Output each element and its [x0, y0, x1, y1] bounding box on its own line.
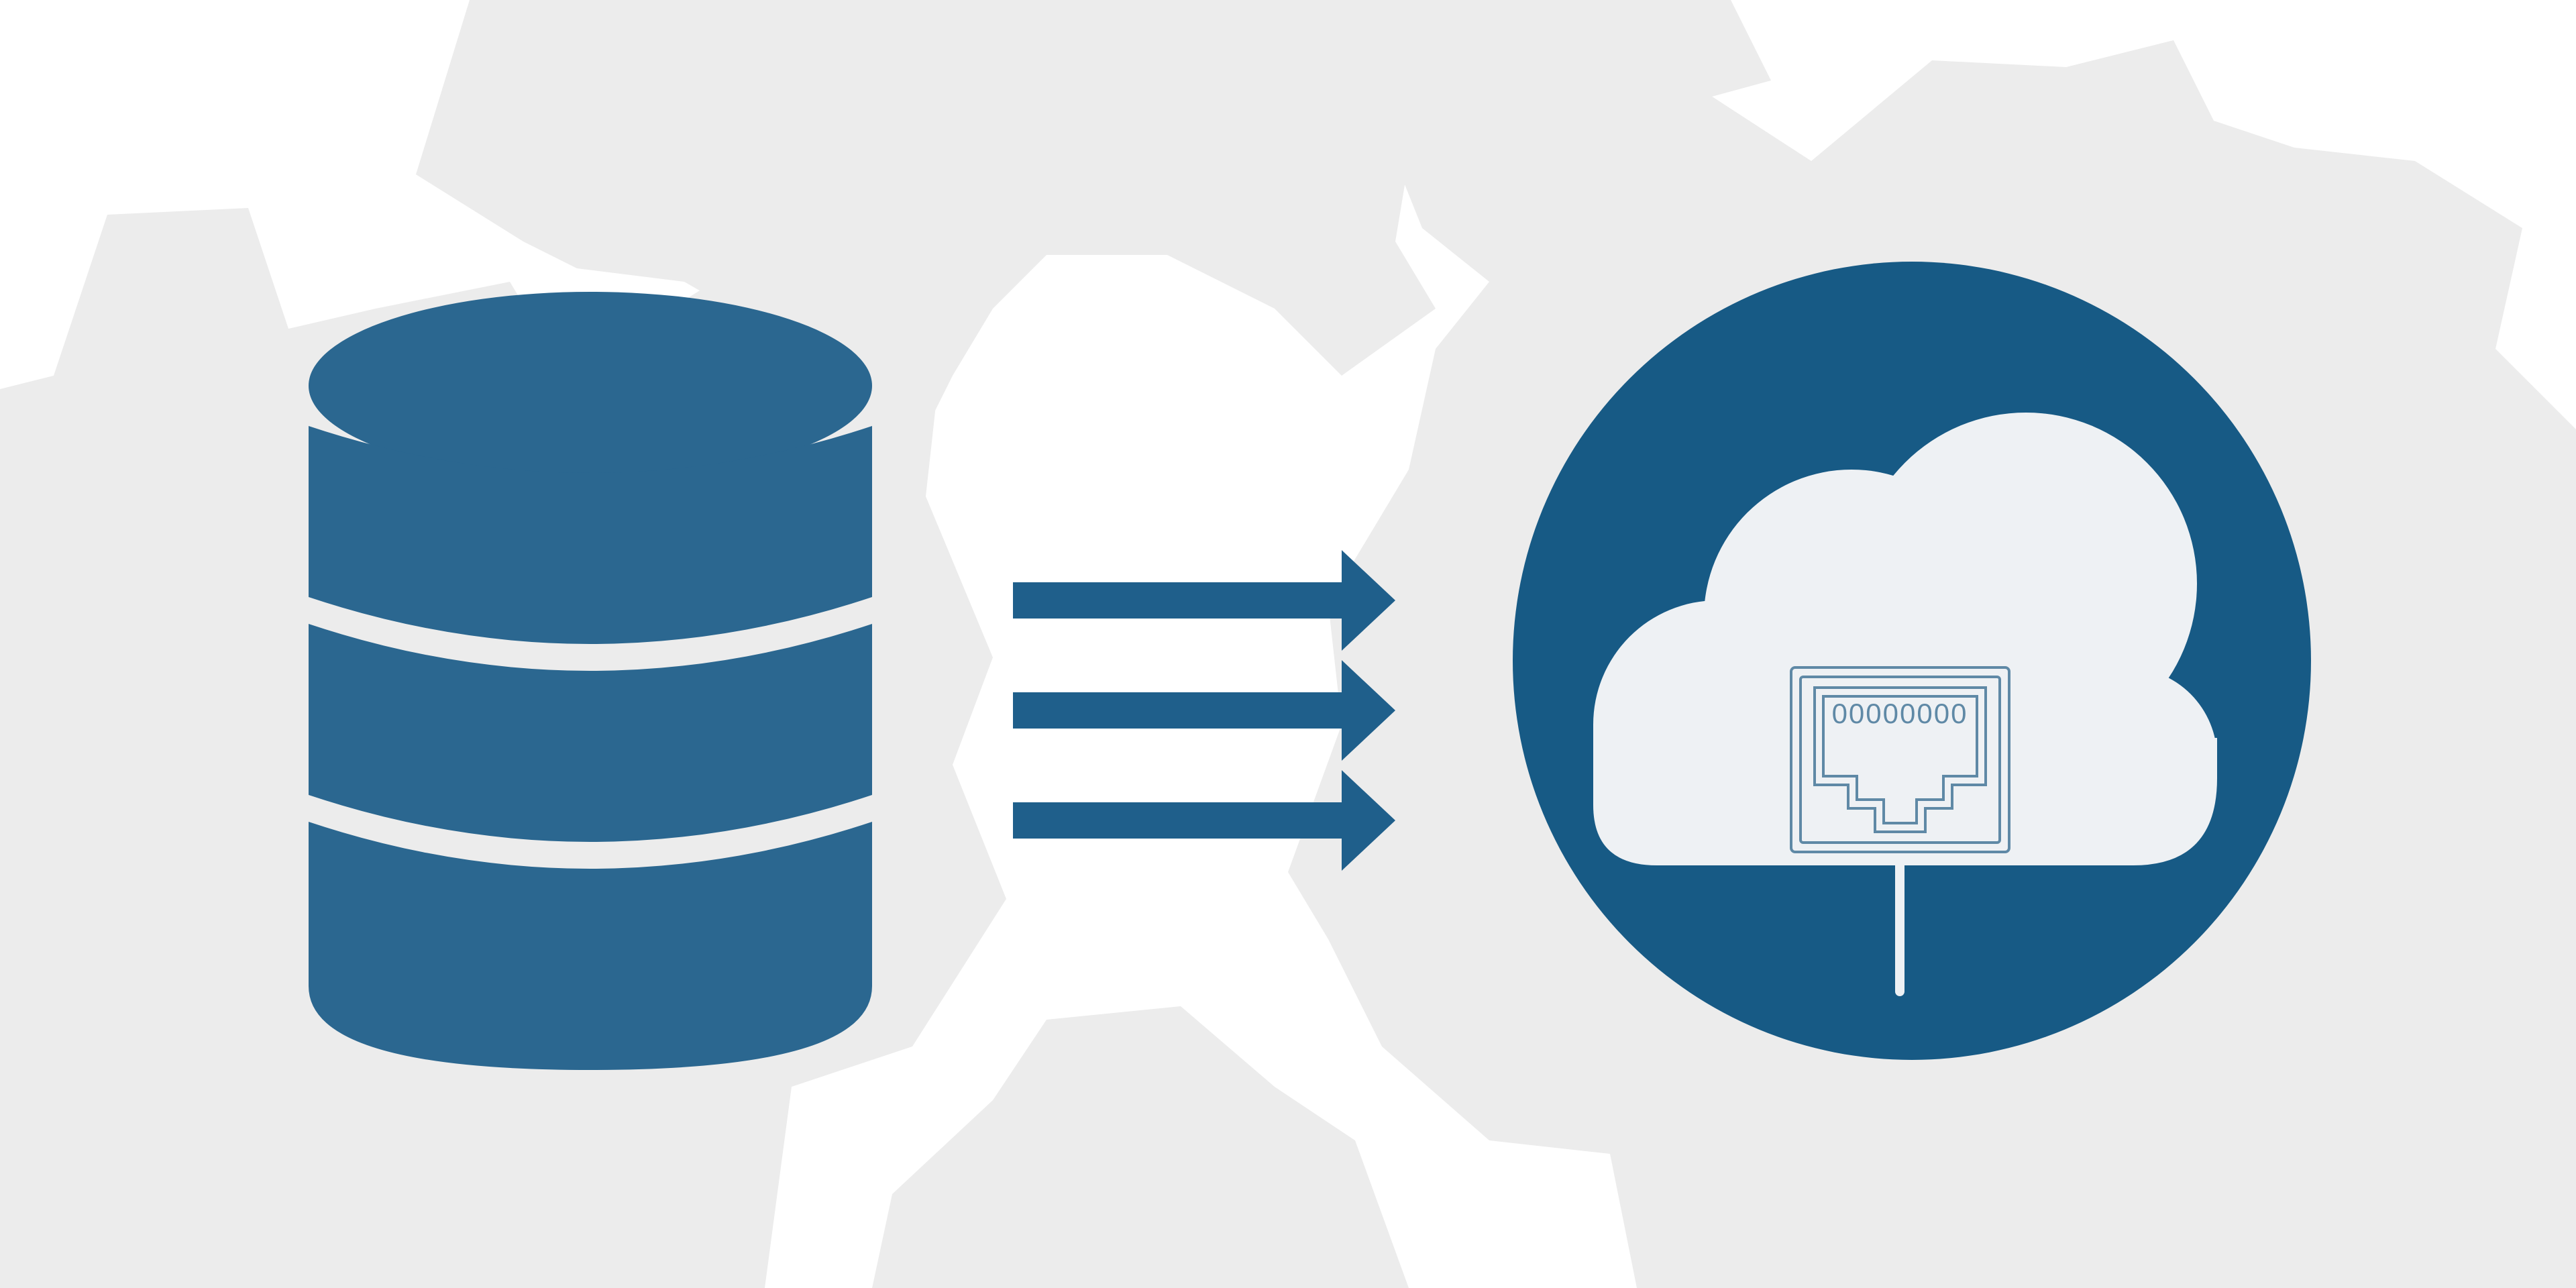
port-cable	[1895, 849, 1904, 996]
database-cylinder	[309, 292, 872, 1070]
database-segment-3	[309, 822, 872, 1070]
database-segment-1	[309, 426, 872, 644]
arrow-middle	[1013, 660, 1395, 761]
port-pins-label: 00000000	[1832, 698, 1968, 729]
gear-shape-top	[416, 0, 1771, 443]
database-segment-2	[309, 624, 872, 842]
database-top-disk	[309, 292, 872, 480]
arrow-top	[1013, 550, 1395, 651]
port-socket-inner	[1822, 695, 1978, 824]
port-outer-frame	[1790, 666, 2010, 853]
port-inner-frame	[1799, 676, 2001, 844]
cloud-icon	[1593, 413, 2217, 865]
gear-shape-bottom	[872, 1006, 1409, 1288]
ethernet-port-icon	[1790, 666, 2010, 853]
cloud-bottom	[1593, 724, 2217, 865]
port-socket-outline	[1813, 686, 1987, 833]
arrow-bottom	[1013, 770, 1395, 871]
